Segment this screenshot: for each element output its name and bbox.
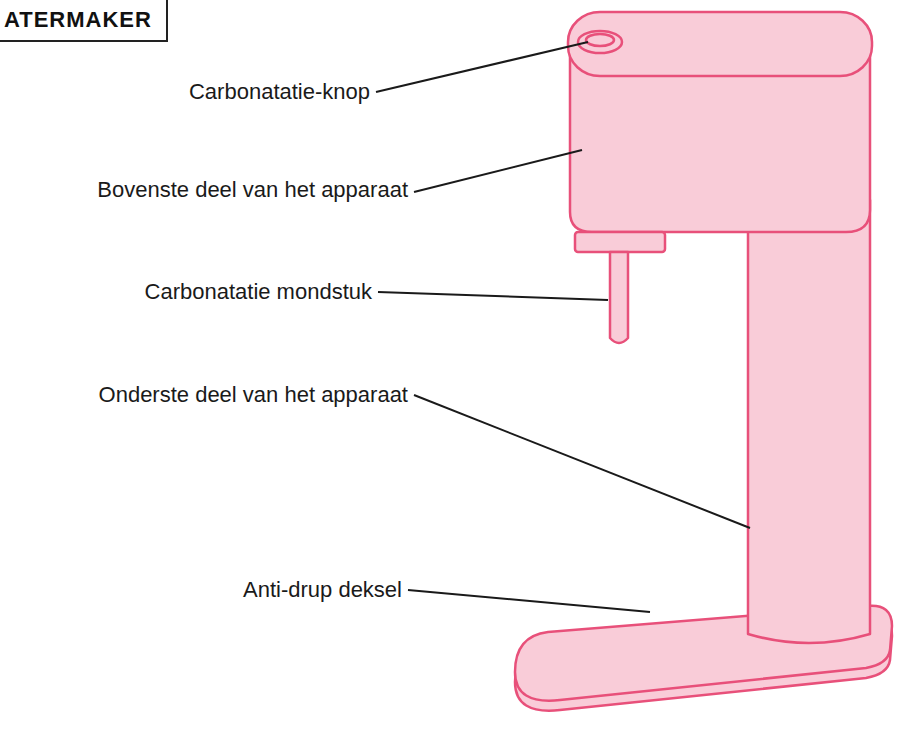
part-label: Anti-drup deksel xyxy=(243,576,402,604)
leader-line xyxy=(414,395,750,528)
upper-housing-top xyxy=(568,12,872,76)
leader-line xyxy=(378,292,608,300)
part-label: Onderste deel van het apparaat xyxy=(99,381,408,409)
part-label: Bovenste deel van het apparaat xyxy=(97,176,408,204)
lower-column xyxy=(748,200,870,643)
part-label: Carbonatatie-knop xyxy=(189,78,370,106)
leader-line xyxy=(408,590,650,612)
carbonation-nozzle xyxy=(610,252,628,343)
leader-line xyxy=(376,42,588,92)
carbonation-button-inner xyxy=(586,34,614,46)
upper-housing xyxy=(570,50,870,232)
nozzle-mount xyxy=(575,232,665,252)
part-label: Carbonatatie mondstuk xyxy=(145,278,372,306)
leader-line xyxy=(414,150,582,192)
title-text: ATERMAKER xyxy=(4,6,152,34)
